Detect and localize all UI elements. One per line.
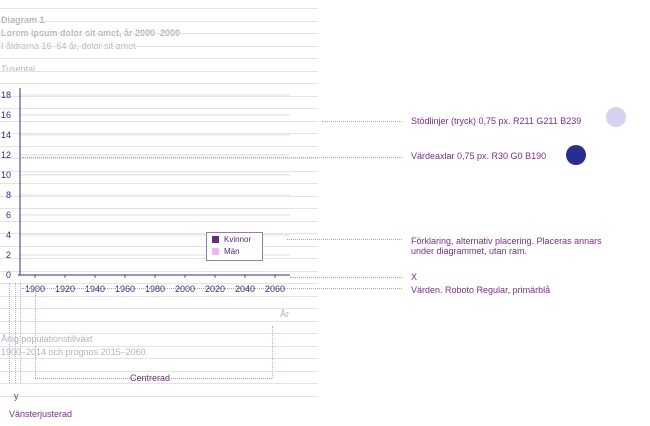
background-guideline: [0, 296, 318, 297]
background-guideline: [0, 308, 318, 309]
legend-label-kvinnor: Kvinnor: [224, 235, 252, 244]
connector-values: [22, 288, 402, 289]
background-guideline: [0, 321, 318, 322]
connector-x: [290, 277, 402, 278]
connector-legend: [287, 239, 402, 240]
background-guideline: [0, 121, 318, 122]
y-tick-label: 16: [1, 110, 11, 120]
x-axis-label: År: [280, 309, 289, 319]
background-guideline: [0, 146, 318, 147]
background-guideline: [0, 383, 318, 384]
annotation-legend-2: under diagrammet, utan ram.: [411, 246, 528, 256]
connector-centered-bottom: [35, 378, 272, 379]
background-guideline: [0, 183, 318, 184]
connector-centered-left: [35, 290, 36, 378]
y-tick-label: 8: [6, 190, 11, 200]
guideline-color-swatch: [606, 107, 626, 127]
background-guideline: [0, 21, 318, 22]
x-tick-label: 1900: [25, 284, 45, 294]
y-tick-labels: 0 2 4 6 8 10 12 14 16 18: [1, 90, 11, 280]
connector-left-1: [9, 283, 10, 383]
x-tick-label: 1980: [145, 284, 165, 294]
connector-left-3: [20, 283, 21, 383]
connector-centered-right: [272, 326, 273, 378]
x-tick-label: 1960: [115, 284, 135, 294]
background-guideline: [0, 221, 318, 222]
connector-left-2: [15, 283, 16, 383]
background-guideline: [0, 171, 318, 172]
background-guideline: [0, 258, 318, 259]
x-tick-label: 1920: [55, 284, 75, 294]
legend-item-kvinnor: Kvinnor: [212, 235, 251, 244]
annotation-centered: Centrerad: [130, 373, 171, 383]
y-tick-label: 6: [6, 210, 11, 220]
annotation-x: X: [411, 272, 418, 282]
background-guideline: [0, 108, 318, 109]
background-guideline: [0, 233, 318, 234]
y-tick-label: 10: [1, 170, 11, 180]
legend-swatch-man: [212, 248, 219, 255]
legend-label-man: Män: [224, 247, 240, 256]
legend-swatch-kvinnor: [212, 236, 219, 243]
source-line-1: Årlig populationstillväxt: [1, 334, 93, 344]
x-tick-label: 2060: [265, 284, 285, 294]
gridlines: [20, 94, 290, 256]
y-tick-label: 14: [1, 130, 11, 140]
background-guideline: [0, 96, 318, 97]
background-guideline: [0, 33, 318, 34]
annotation-values: Värden. Roboto Regular, primärblå: [411, 285, 551, 295]
connector-axes: [22, 157, 402, 158]
background-guideline: [0, 371, 318, 372]
x-tick-label: 1940: [85, 284, 105, 294]
x-tick-label: 2020: [205, 284, 225, 294]
y-tick-label: 0: [6, 270, 11, 280]
background-guideline: [0, 158, 318, 159]
background-guideline: [0, 246, 318, 247]
y-tick-label: 2: [6, 250, 11, 260]
source-line-2: 1900–2014 och prognos 2015–2060.: [1, 347, 149, 357]
background-guideline: [0, 333, 318, 334]
x-tick-label: 2040: [235, 284, 255, 294]
connector-guidelines: [322, 121, 402, 122]
diagram-label: Diagram 1: [1, 15, 45, 25]
y-tick-label: 18: [1, 90, 11, 100]
unit-label: Tusental: [1, 64, 36, 74]
annotation-legend: Förklaring, alternativ placering. Placer…: [411, 236, 602, 246]
annotation-guidelines: Stödlinjer (tryck) 0,75 px. R211 G211 B2…: [411, 116, 582, 126]
background-guideline: [0, 58, 318, 59]
background-guideline: [0, 396, 318, 397]
annotation-y: y: [14, 391, 19, 401]
background-guideline: [0, 8, 318, 9]
axis-color-swatch: [566, 145, 586, 165]
annotation-axes: Värdeaxlar 0,75 px. R30 G0 B190: [411, 151, 547, 161]
x-tick-label: 2000: [175, 284, 195, 294]
background-guideline: [0, 133, 318, 134]
annotation-left-aligned: Vänsterjusterad: [9, 409, 73, 419]
y-tick-label: 12: [1, 150, 11, 160]
background-guideline: [0, 46, 318, 47]
x-tick-labels: 1900 1920 1940 1960 1980 2000 2020 2040 2060: [25, 275, 285, 294]
background-guideline: [0, 196, 318, 197]
background-guideline: [0, 271, 318, 272]
background-guideline: [0, 83, 318, 84]
background-guideline: [0, 346, 318, 347]
chart-legend: Kvinnor Män: [206, 232, 263, 261]
legend-item-man: Män: [212, 247, 240, 256]
y-tick-label: 4: [6, 230, 11, 240]
background-guideline: [0, 283, 318, 284]
background-guideline: [0, 358, 318, 359]
background-guideline: [0, 71, 318, 72]
background-guideline: [0, 208, 318, 209]
